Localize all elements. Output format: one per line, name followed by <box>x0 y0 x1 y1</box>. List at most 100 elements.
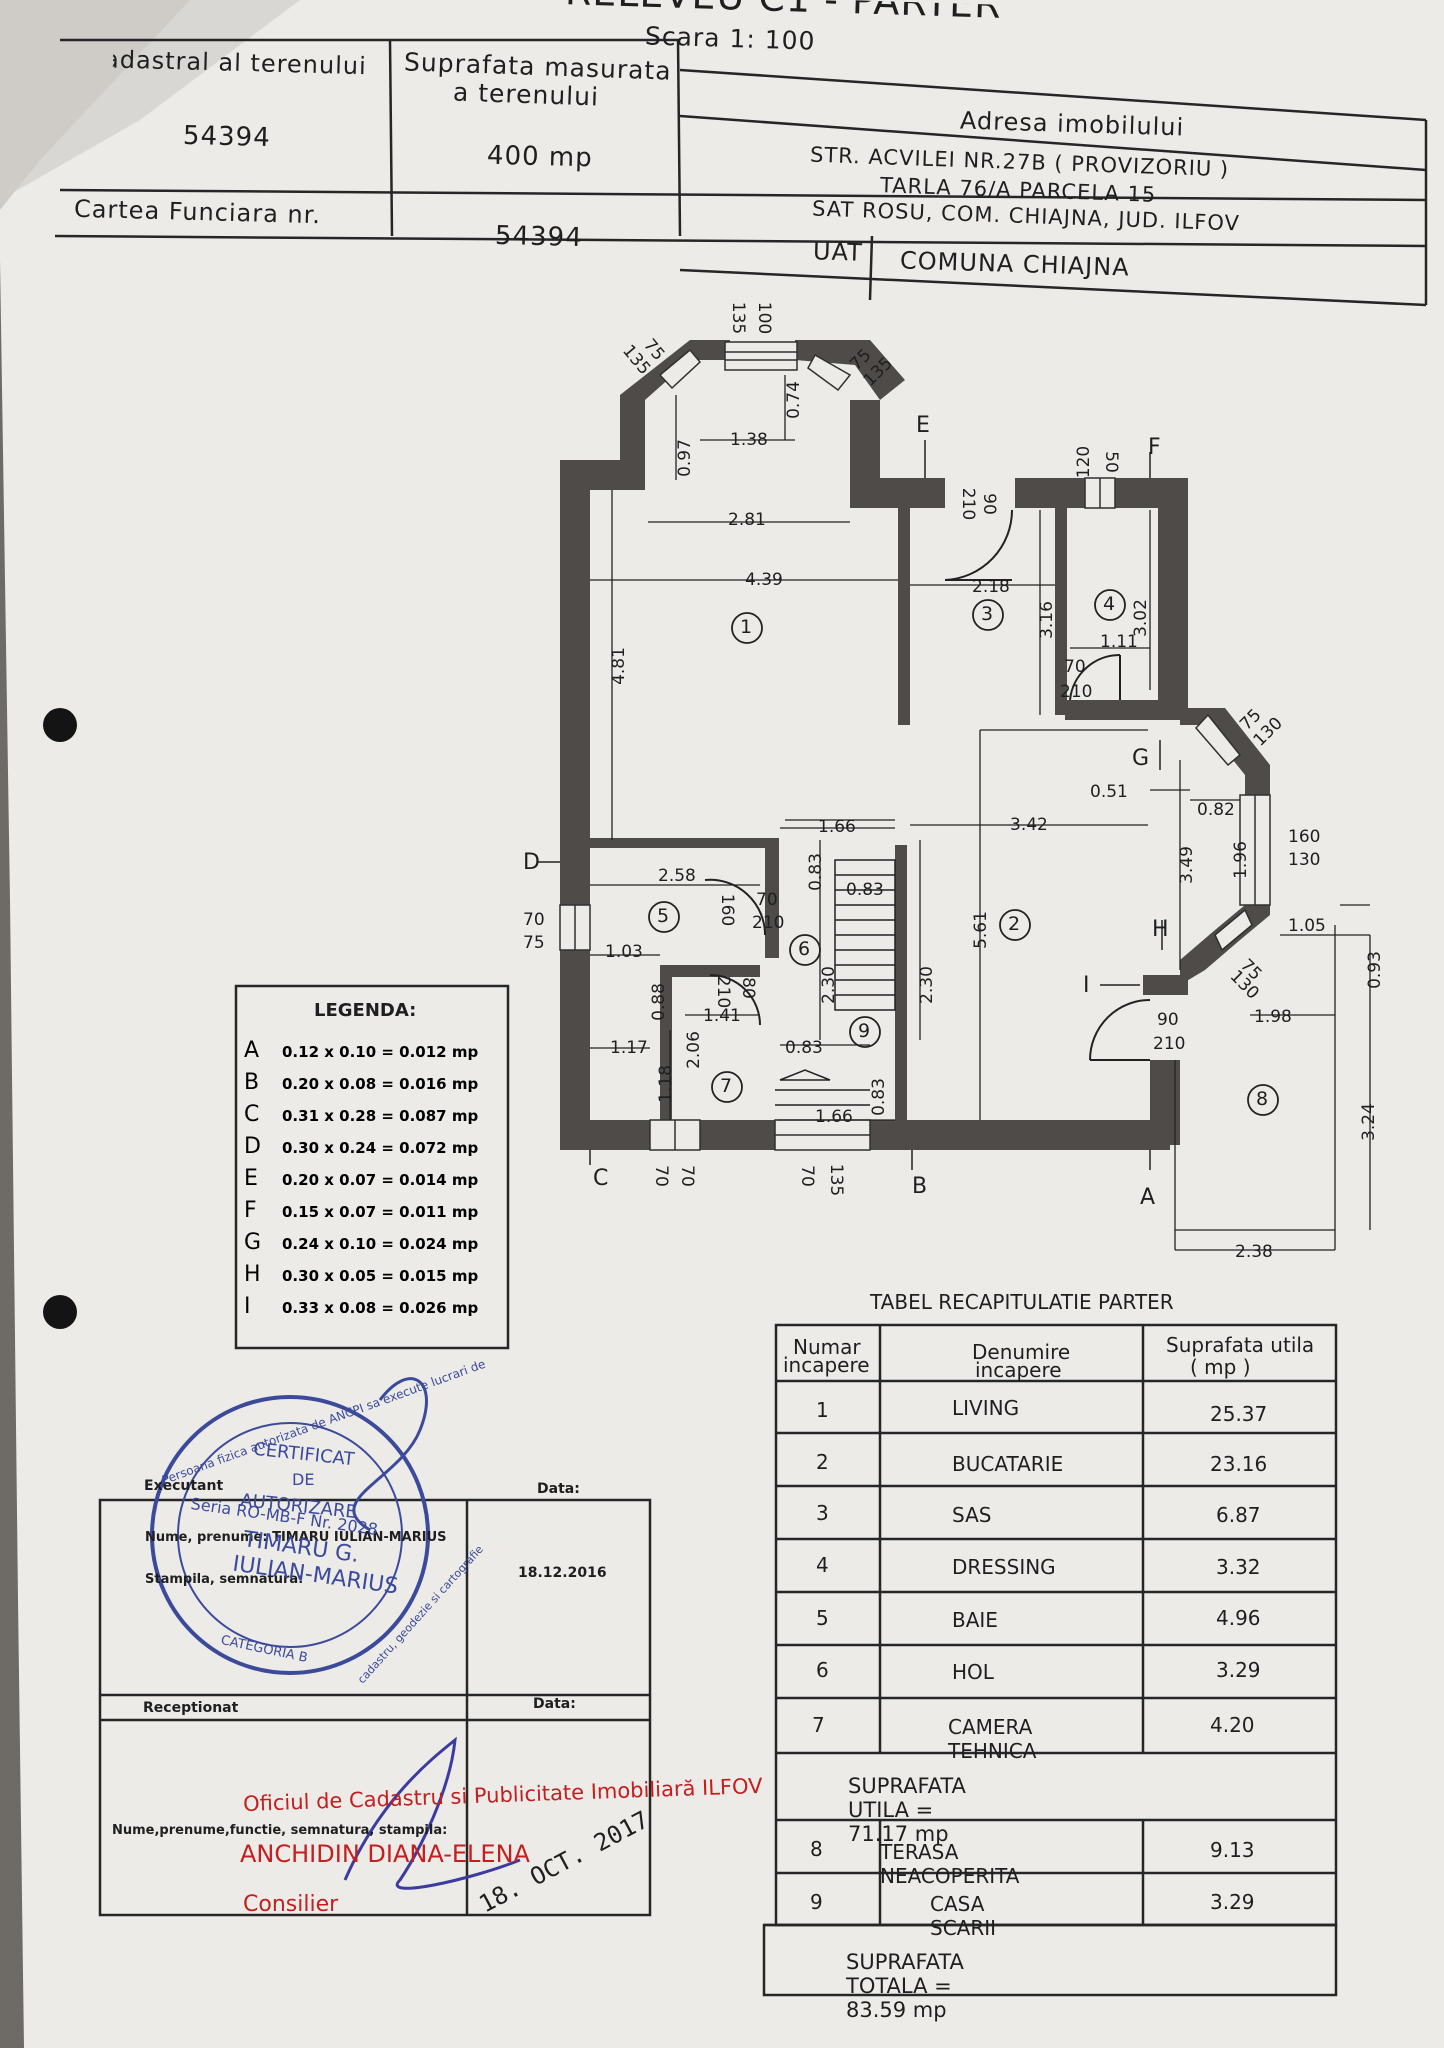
legend-key: A <box>244 1038 260 1063</box>
point-g: G <box>1132 746 1150 771</box>
seal-de: DE <box>292 1470 315 1489</box>
recap-subtotal: SUPRAFATA UTILA = 71.17 mp <box>848 1774 966 1846</box>
recap-nr: 2 <box>816 1450 829 1474</box>
legend-key: F <box>244 1198 257 1223</box>
dim-label: 2.81 <box>728 510 766 530</box>
room-7-marker: 7 <box>720 1075 733 1097</box>
dim-label: 70 <box>676 1165 697 1187</box>
executant-name: Nume, prenume: TIMARU IULIAN-MARIUS <box>145 1530 447 1545</box>
recap-area: 9.13 <box>1210 1838 1255 1862</box>
room-5-marker: 5 <box>657 905 670 927</box>
dim-label: 2.18 <box>972 577 1010 597</box>
dim-label: 1.05 <box>1288 916 1326 936</box>
dim-label: 1.98 <box>1254 1007 1292 1027</box>
recap-col2-header-1: Denumire <box>972 1340 1071 1364</box>
cf-value: 54394 <box>494 220 584 254</box>
windows <box>559 341 1271 1151</box>
recap-nr: 6 <box>816 1658 829 1682</box>
document-scale: Scara 1: 100 <box>644 21 816 56</box>
dim-label: 1.18 <box>655 1065 676 1103</box>
room-8-marker: 8 <box>1256 1088 1269 1110</box>
executant-stamp-line: Stampila, semnatura: <box>145 1572 304 1587</box>
dim-label: 135 <box>728 301 749 335</box>
recap-area: 6.87 <box>1216 1503 1261 1527</box>
dim-label: 0.88 <box>648 983 669 1021</box>
receptionat-line: Nume,prenume,functie, semnatura, stampil… <box>112 1823 448 1838</box>
dim-label: 70 <box>756 890 778 910</box>
point-e: E <box>916 413 930 438</box>
legend-formula: 0.33 x 0.08 = 0.026 mp <box>282 1299 479 1317</box>
executant-date: 18.12.2016 <box>518 1565 607 1581</box>
recap-area: 3.29 <box>1210 1890 1255 1914</box>
recap-name: TERASA NEACOPERITA <box>880 1840 1020 1888</box>
room-1-marker: 1 <box>740 616 753 638</box>
room-9-marker: 9 <box>858 1020 871 1042</box>
recap-nr: 8 <box>810 1837 823 1861</box>
dim-label: 2.06 <box>683 1031 704 1069</box>
recap-nr: 5 <box>816 1606 829 1630</box>
dim-label: 210 <box>958 487 979 521</box>
punch-hole <box>43 708 77 742</box>
recap-total: SUPRAFATA TOTALA = 83.59 mp <box>846 1950 964 2022</box>
recap-col1-header-1: Numar <box>793 1335 861 1359</box>
legend-formula: 0.31 x 0.28 = 0.087 mp <box>282 1107 479 1125</box>
officer-role: Consilier <box>243 1892 339 1917</box>
recap-name: LIVING <box>952 1396 1020 1420</box>
staircase <box>775 859 896 1106</box>
point-h: H <box>1152 917 1169 942</box>
dim-label: 0.83 <box>868 1078 889 1116</box>
uat-label: UAT <box>812 237 864 267</box>
data-label-1: Data: <box>537 1481 580 1497</box>
dim-label: 100 <box>754 301 775 335</box>
recap-name: HOL <box>952 1660 994 1684</box>
recap-nr: 3 <box>816 1501 829 1525</box>
dim-label: 210 <box>752 913 785 933</box>
receptionat-label: Receptionat <box>143 1700 239 1716</box>
room-markers <box>648 589 1279 1116</box>
dim-label: 1.03 <box>605 942 643 962</box>
point-b: B <box>912 1174 928 1199</box>
recap-name: CAMERA TEHNICA <box>948 1715 1037 1763</box>
legend-row: G 0.24 x 0.10 = 0.024 mp <box>244 1230 478 1255</box>
dim-label: 135 <box>826 1163 847 1197</box>
recap-col2-header-2: incapere <box>975 1358 1062 1382</box>
legend-formula: 0.24 x 0.10 = 0.024 mp <box>282 1235 479 1253</box>
dim-label: 160 <box>717 893 738 927</box>
dim-label: 1.38 <box>730 430 768 450</box>
point-i: I <box>1083 973 1090 998</box>
dim-label: 70 <box>523 910 545 930</box>
dim-label: 210 <box>1060 682 1093 702</box>
dim-label: 70 <box>1064 657 1086 677</box>
dim-label: 70 <box>796 1165 817 1187</box>
officer-name: ANCHIDIN DIANA-ELENA <box>240 1840 530 1868</box>
dim-label: 2.58 <box>658 866 696 886</box>
dim-label: 70 <box>650 1165 671 1187</box>
back-sheet-edge <box>0 0 190 210</box>
legend-key: G <box>244 1230 262 1255</box>
legend-key: D <box>244 1134 261 1159</box>
dim-label: 0.83 <box>805 853 826 891</box>
recap-area: 4.20 <box>1210 1713 1255 1737</box>
point-c: C <box>593 1166 609 1191</box>
legend-key: C <box>244 1102 260 1127</box>
recap-area: 4.96 <box>1216 1606 1261 1630</box>
dim-label: 50 <box>1100 451 1121 473</box>
dim-label: 2.38 <box>1235 1242 1273 1262</box>
dim-label: 1.17 <box>610 1038 648 1058</box>
legend-formula: 0.30 x 0.05 = 0.015 mp <box>282 1267 479 1285</box>
room-6-marker: 6 <box>798 938 811 960</box>
room-4-marker: 4 <box>1103 593 1116 615</box>
recap-col3-header-2: ( mp ) <box>1190 1355 1251 1379</box>
dim-label: 80 <box>737 977 758 999</box>
dim-label: 90 <box>1157 1010 1179 1030</box>
recap-area: 3.32 <box>1216 1555 1261 1579</box>
cadastral-value: 54394 <box>182 120 272 154</box>
dim-label: 4.39 <box>745 570 783 590</box>
legend-formula: 0.15 x 0.07 = 0.011 mp <box>282 1203 479 1221</box>
dim-label: 160 <box>1288 827 1321 847</box>
red-signature <box>343 1736 521 1890</box>
recap-title: TABEL RECAPITULATIE PARTER <box>870 1290 1174 1314</box>
